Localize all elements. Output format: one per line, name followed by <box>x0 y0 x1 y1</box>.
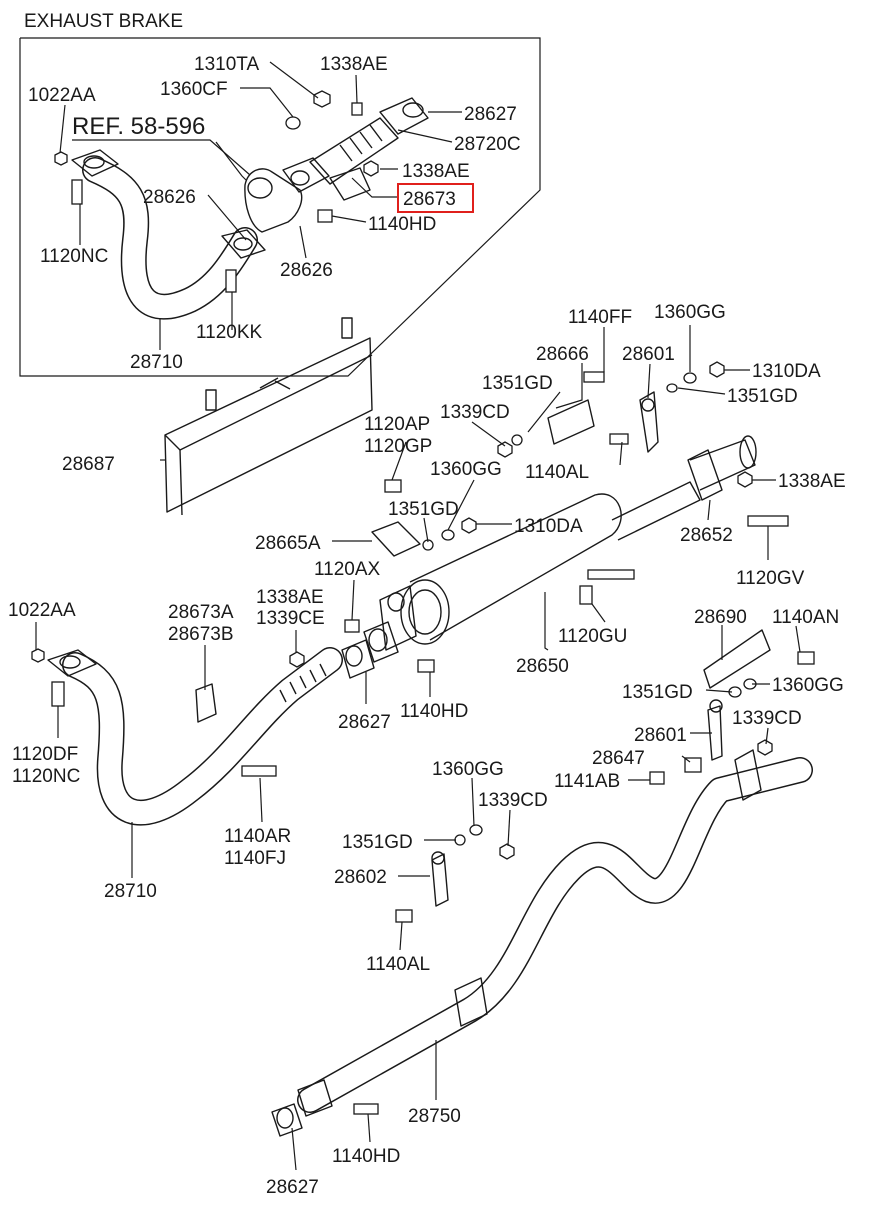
part-label-28710[interactable]: 28710 <box>130 352 183 373</box>
part-label-1140al[interactable]: 1140AL <box>366 954 430 975</box>
part-label-1338ae[interactable]: 1338AE <box>320 54 388 75</box>
muffler-brackets <box>371 391 771 761</box>
part-label-28673[interactable]: 28673 <box>403 189 456 210</box>
part-label-1140fj[interactable]: 1140FJ <box>224 848 286 869</box>
part-label-1339cd[interactable]: 1339CD <box>440 402 510 423</box>
part-label-1022aa[interactable]: 1022AA <box>28 85 96 106</box>
part-label-28673a[interactable]: 28673A <box>168 602 234 623</box>
exhaust-brake-inset-frame <box>19 37 541 377</box>
part-label-28647[interactable]: 28647 <box>592 748 645 769</box>
part-label-1310da[interactable]: 1310DA <box>514 516 583 537</box>
part-label-1338ae[interactable]: 1338AE <box>778 471 846 492</box>
part-label-1141ab[interactable]: 1141AB <box>554 771 620 792</box>
part-label-28627[interactable]: 28627 <box>338 712 391 733</box>
inset-bracket-28673 <box>329 167 371 201</box>
part-label-28720c[interactable]: 28720C <box>454 134 521 155</box>
part-label-1351gd[interactable]: 1351GD <box>482 373 553 394</box>
part-label-28710[interactable]: 28710 <box>104 881 157 902</box>
inset-exhaust-brake-valve <box>244 157 330 233</box>
part-label-1351gd[interactable]: 1351GD <box>342 832 413 853</box>
part-label-1351gd[interactable]: 1351GD <box>622 682 693 703</box>
part-labels: 1310TA 1338AE 1022AA 1360CF 28627 28720C 1338A… <box>8 54 846 1198</box>
part-label-28601[interactable]: 28601 <box>634 725 687 746</box>
part-label-1140al[interactable]: 1140AL <box>525 462 589 483</box>
inset-bellows-pipe <box>309 97 429 185</box>
part-label-28602[interactable]: 28602 <box>334 867 387 888</box>
part-label-1140ff[interactable]: 1140FF <box>568 307 632 328</box>
part-label-1120gp[interactable]: 1120GP <box>364 436 432 457</box>
part-label-1360gg[interactable]: 1360GG <box>430 459 502 480</box>
part-label-1360gg[interactable]: 1360GG <box>654 302 726 323</box>
part-label-28626[interactable]: 28626 <box>143 187 196 208</box>
part-label-1120ax[interactable]: 1120AX <box>314 559 381 580</box>
tail-pipe <box>271 749 813 1137</box>
part-label-1120nc[interactable]: 1120NC <box>40 246 108 267</box>
part-label-28650[interactable]: 28650 <box>516 656 569 677</box>
heat-shield <box>164 317 373 516</box>
part-label-1351gd[interactable]: 1351GD <box>727 386 798 407</box>
tail-pipe-hardware <box>353 824 515 1115</box>
part-label-1120ap[interactable]: 1120AP <box>364 414 430 435</box>
part-label-1338ae[interactable]: 1338AE <box>256 587 324 608</box>
part-label-1140hd[interactable]: 1140HD <box>332 1146 400 1167</box>
part-label-1120df[interactable]: 1120DF <box>12 744 78 765</box>
front-pipe-lower <box>47 621 399 826</box>
part-label-28687[interactable]: 28687 <box>62 454 115 475</box>
leader-lines <box>35 61 801 1171</box>
part-label-1338ae[interactable]: 1338AE <box>402 161 470 182</box>
part-label-1339ce[interactable]: 1339CE <box>256 608 325 629</box>
part-label-1360gg[interactable]: 1360GG <box>432 759 504 780</box>
part-label-1140ar[interactable]: 1140AR <box>224 826 291 847</box>
highlight-box-28673 <box>397 183 474 213</box>
part-label-1360cf[interactable]: 1360CF <box>160 79 228 100</box>
part-label-28652[interactable]: 28652 <box>680 525 733 546</box>
part-label-1339cd[interactable]: 1339CD <box>732 708 802 729</box>
part-label-1360gg[interactable]: 1360GG <box>772 675 844 696</box>
part-label-1140hd[interactable]: 1140HD <box>400 701 468 722</box>
part-label-1120kk[interactable]: 1120KK <box>196 322 263 343</box>
part-label-1120gv[interactable]: 1120GV <box>736 568 805 589</box>
part-label-28673b[interactable]: 28673B <box>168 624 234 645</box>
part-label-1310ta[interactable]: 1310TA <box>194 54 259 75</box>
part-label-28627[interactable]: 28627 <box>266 1177 319 1198</box>
part-label-1310da[interactable]: 1310DA <box>752 361 821 382</box>
part-label-1140hd[interactable]: 1140HD <box>368 214 436 235</box>
part-label-1120nc[interactable]: 1120NC <box>12 766 80 787</box>
part-label-1120gu[interactable]: 1120GU <box>558 626 627 647</box>
part-label-28750[interactable]: 28750 <box>408 1106 461 1127</box>
part-label-1339cd[interactable]: 1339CD <box>478 790 548 811</box>
part-label-1351gd[interactable]: 1351GD <box>388 499 459 520</box>
main-muffler <box>379 435 757 651</box>
part-label-1140an[interactable]: 1140AN <box>772 607 839 628</box>
front-pipe-hardware <box>31 648 305 777</box>
part-label-28601[interactable]: 28601 <box>622 344 675 365</box>
part-label-28666[interactable]: 28666 <box>536 344 589 365</box>
part-label-28665a[interactable]: 28665A <box>255 533 321 554</box>
part-label-1022aa[interactable]: 1022AA <box>8 600 76 621</box>
muffler-hardware <box>344 361 815 785</box>
diagram-title: EXHAUST BRAKE <box>24 11 183 32</box>
reference-label[interactable]: REF. 58-596 <box>72 113 205 140</box>
part-label-28626[interactable]: 28626 <box>280 260 333 281</box>
part-label-28690[interactable]: 28690 <box>694 607 747 628</box>
part-label-28627[interactable]: 28627 <box>464 104 517 125</box>
